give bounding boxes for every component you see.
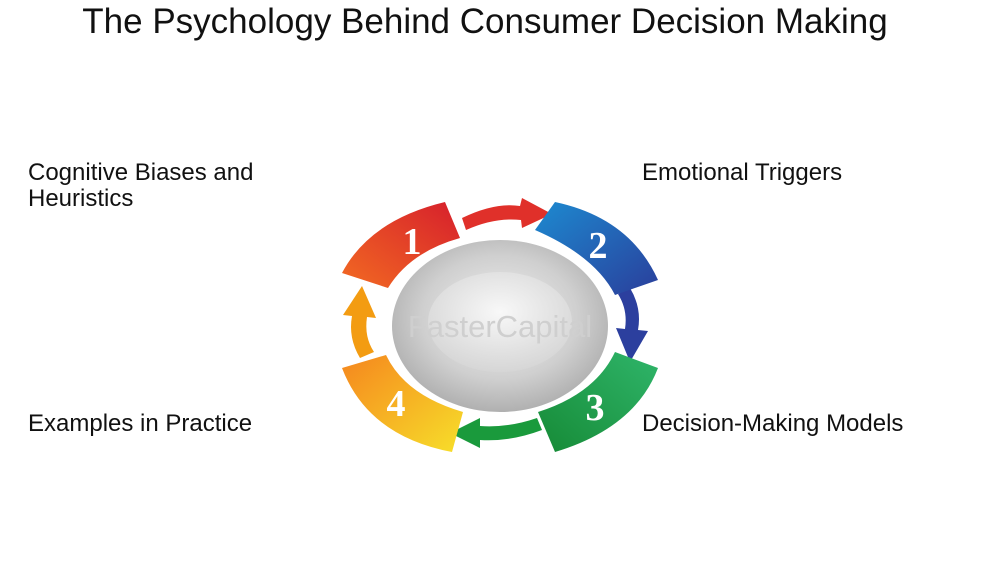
step-2-number: 2 xyxy=(589,225,608,267)
cycle-diagram: FasterCapital 1 2 3 4 xyxy=(342,198,658,452)
segment-4 xyxy=(342,355,463,452)
step-1-number: 1 xyxy=(403,221,422,263)
step-2-label: Emotional Triggers xyxy=(642,159,843,186)
step-4-label: Examples in Practice xyxy=(28,410,253,437)
step-1-label: Cognitive Biases and Heuristics xyxy=(28,159,254,212)
watermark-text: FasterCapital xyxy=(408,309,592,344)
connector-1-2 xyxy=(462,198,552,230)
segment-1 xyxy=(342,202,460,288)
connector-4-1 xyxy=(343,286,376,358)
step-4-number: 4 xyxy=(387,383,406,425)
step-3-number: 3 xyxy=(586,387,605,429)
step-3-label: Decision-Making Models xyxy=(642,410,904,437)
segment-3 xyxy=(538,352,658,452)
connector-2-3 xyxy=(616,288,648,362)
center-disc-inner xyxy=(428,272,572,372)
connector-3-4 xyxy=(450,418,542,448)
segment-2 xyxy=(535,202,658,295)
page-title: The Psychology Behind Consumer Decision … xyxy=(82,2,888,41)
